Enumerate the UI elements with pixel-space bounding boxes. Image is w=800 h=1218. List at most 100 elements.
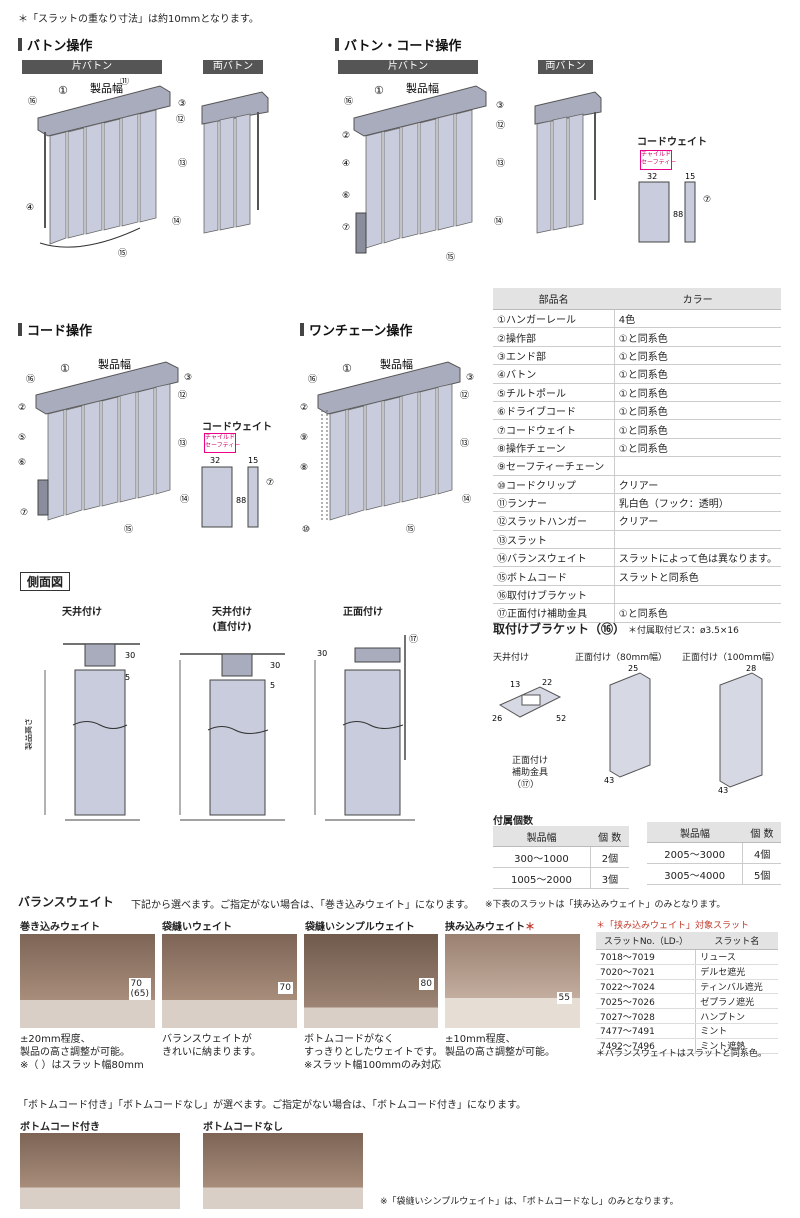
bracket-note: ＊付属取付ビス：ø3.5×16: [628, 626, 739, 636]
svg-text:⑩: ⑩: [302, 525, 310, 535]
section-side-view: 側面図: [20, 572, 71, 591]
slat-note: ＊バランスウェイトはスラットと同系色。: [596, 1049, 767, 1059]
table-row: ⑬スラット: [493, 530, 781, 550]
weight-name-3: 挟み込みウェイト＊: [445, 922, 535, 933]
section-cord: コード操作: [18, 320, 92, 339]
svg-text:⑭: ⑭: [494, 216, 503, 227]
svg-text:①: ①: [58, 84, 68, 97]
balance-desc: 下記から選べます。ご指定がない場合は、「巻き込みウェイト」になります。: [131, 900, 474, 911]
svg-text:26: 26: [492, 714, 502, 723]
svg-text:⑭: ⑭: [172, 216, 181, 227]
svg-text:製品幅: 製品幅: [406, 81, 439, 95]
svg-text:③: ③: [466, 373, 474, 383]
svg-text:5: 5: [270, 681, 275, 690]
photo-weight-0: 70 (65): [20, 934, 155, 1028]
bracket-front80-label: 正面付け（80mm幅）: [575, 653, 667, 663]
cord-weight-title: コードウェイト: [637, 137, 707, 148]
svg-text:22: 22: [542, 678, 552, 687]
svg-text:⑦: ⑦: [342, 223, 350, 233]
svg-text:88: 88: [236, 496, 246, 505]
top-note: ＊「スラットの重なり寸法」は約10mmとなります。: [18, 14, 259, 25]
baton-cord-double-diagram: [534, 91, 602, 234]
svg-text:15: 15: [248, 456, 258, 465]
svg-text:①: ①: [342, 362, 352, 375]
pill-double-baton-2: 両バトン: [538, 60, 593, 74]
weight-caption-2: ボトムコードがなく すっきりとしたウェイトです。 ※スラット幅100mmのみ対応: [304, 1034, 443, 1071]
photo-weight-1: 70: [162, 934, 297, 1028]
side-ceiling-direct-label: 天井付け (直付け): [212, 607, 252, 633]
child-safety-badge: チャイルド セーフティー: [640, 150, 676, 170]
svg-text:⑬: ⑬: [178, 438, 187, 449]
svg-text:15: 15: [685, 172, 695, 181]
svg-text:28: 28: [746, 665, 756, 673]
svg-text:⑧: ⑧: [300, 463, 308, 473]
table-row: ⑭バランスウェイトスラットによって色は異なります。: [493, 548, 781, 568]
svg-text:⑭: ⑭: [462, 494, 471, 505]
svg-text:①: ①: [60, 362, 70, 375]
svg-text:⑫: ⑫: [496, 120, 505, 131]
svg-text:⑫: ⑫: [460, 390, 469, 401]
side-front-label: 正面付け: [343, 607, 383, 618]
pill-single-baton-2: 片バトン: [338, 60, 478, 74]
svg-text:②: ②: [300, 403, 308, 413]
section-onechain: ワンチェーン操作: [300, 320, 412, 339]
table-row: ⑪ランナー乳白色（フック：透明）: [493, 493, 781, 513]
weight-dim-1: 70: [277, 982, 293, 994]
svg-text:13: 13: [510, 680, 520, 689]
svg-text:⑬: ⑬: [460, 438, 469, 449]
svg-text:⑦: ⑦: [20, 508, 28, 518]
svg-text:⑤: ⑤: [18, 433, 26, 443]
svg-text:①: ①: [374, 84, 384, 97]
bracket-aux-label: 正面付け 補助金具 （⑰）: [512, 756, 549, 790]
side-ceiling-label: 天井付け: [62, 607, 102, 618]
table-row: ⑮ボトムコードスラットと同系色: [493, 566, 781, 586]
section-baton-cord: バトン・コード操作: [335, 35, 461, 54]
pill-double-baton: 両バトン: [203, 60, 263, 74]
side-view-ceiling: 製品高さ 305: [25, 643, 140, 821]
balance-title: バランスウェイト: [18, 895, 114, 909]
svg-text:⑥: ⑥: [342, 191, 350, 201]
photo-weight-2: 80: [304, 934, 438, 1028]
weight-name-2: 袋縫いシンプルウェイト: [305, 922, 415, 933]
svg-text:②: ②: [18, 403, 26, 413]
svg-text:⑯: ⑯: [26, 374, 35, 385]
svg-text:30: 30: [125, 651, 135, 660]
bracket-front100-label: 正面付け（100mm幅）: [682, 653, 780, 663]
product-width-label: 製品幅: [90, 81, 123, 95]
svg-text:⑥: ⑥: [18, 458, 26, 468]
svg-text:5: 5: [125, 673, 130, 682]
table-row: ⑩コードクリップクリアー: [493, 475, 781, 494]
weight-name-0: 巻き込みウェイト: [20, 922, 100, 933]
svg-text:製品幅: 製品幅: [98, 357, 131, 371]
bottom-cord-with-label: ボトムコード付き: [20, 1122, 100, 1133]
balance-desc-note: ※下表のスラットは「挟み込みウェイト」のみとなります。: [485, 900, 726, 910]
bracket-title: 取付けブラケット（⑯）: [493, 622, 626, 636]
svg-text:43: 43: [718, 786, 728, 795]
